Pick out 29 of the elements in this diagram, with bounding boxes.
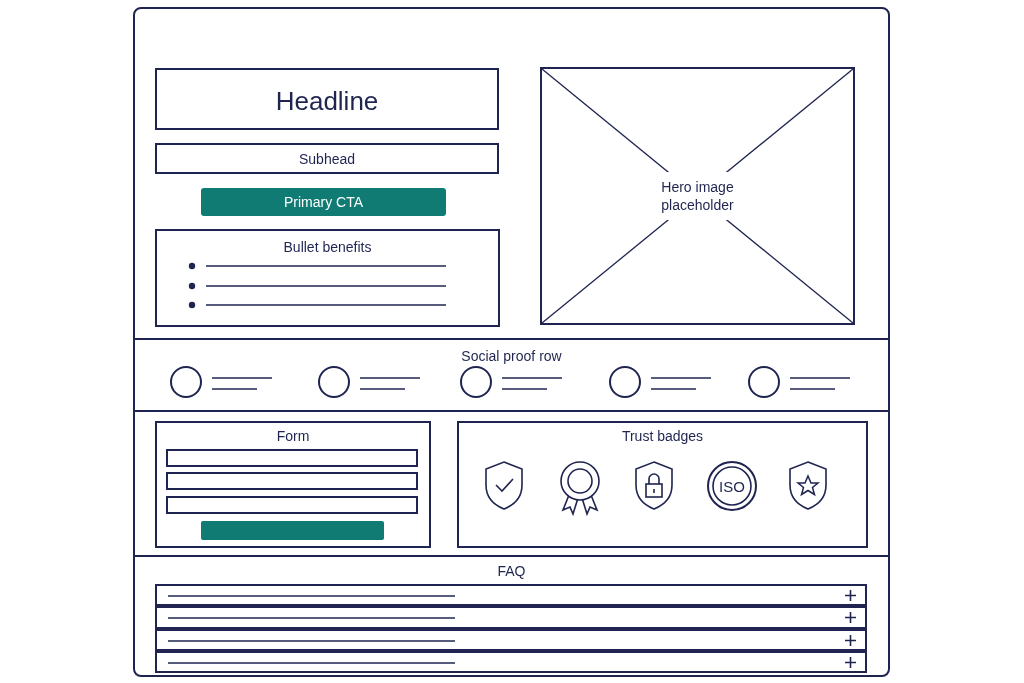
input-field bbox=[166, 496, 418, 514]
section-title: Social proof row bbox=[461, 348, 562, 364]
avatar-circle bbox=[609, 366, 641, 398]
section-title: Bullet benefits bbox=[283, 239, 372, 255]
faq-row bbox=[155, 606, 867, 629]
page-frame bbox=[133, 7, 890, 677]
headline-box bbox=[155, 68, 499, 130]
iso-label: ISO bbox=[719, 478, 745, 495]
trust-badges-box bbox=[457, 421, 868, 548]
section-title: FAQ bbox=[497, 563, 526, 579]
form-box bbox=[155, 421, 431, 548]
primary-cta-button: Primary CTA bbox=[201, 188, 446, 216]
input-field bbox=[166, 449, 418, 467]
section-title: Trust badges bbox=[621, 428, 704, 444]
faq-row bbox=[155, 584, 867, 606]
bullet-benefits-box bbox=[155, 229, 500, 327]
avatar-circle bbox=[318, 366, 350, 398]
submit-button bbox=[201, 521, 384, 540]
avatar-circle bbox=[748, 366, 780, 398]
faq-row bbox=[155, 629, 867, 651]
social-proof-band bbox=[133, 338, 890, 412]
section-title: Form bbox=[276, 428, 310, 444]
avatar-circle bbox=[170, 366, 202, 398]
headline-text: Headline bbox=[275, 86, 379, 117]
subhead-box bbox=[155, 143, 499, 174]
avatar-circle bbox=[460, 366, 492, 398]
faq-row bbox=[155, 651, 867, 673]
input-field bbox=[166, 472, 418, 490]
subhead-text: Subhead bbox=[298, 151, 356, 167]
